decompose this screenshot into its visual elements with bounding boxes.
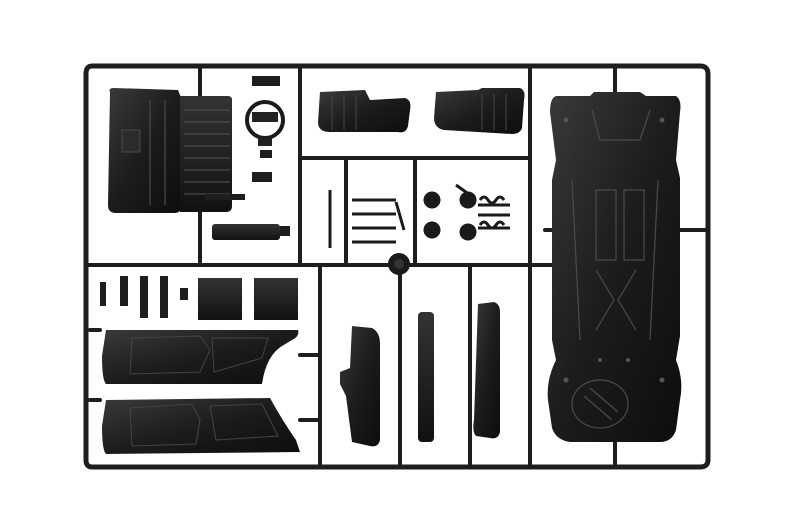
small-parts-middle-left	[100, 276, 298, 320]
front-seat-left-part	[318, 90, 411, 133]
chassis-floor-part	[547, 92, 682, 442]
rear-seat-part	[108, 88, 232, 213]
tall-panel-part	[473, 302, 500, 439]
front-seat-right-part	[434, 88, 525, 134]
gate-disc	[388, 253, 410, 275]
steering-wheel-part	[245, 100, 285, 146]
center-console-part	[340, 326, 380, 447]
sprue-frame	[83, 63, 711, 470]
door-panel-upper	[102, 330, 299, 384]
narrow-panel-part	[418, 312, 434, 442]
suspension-parts	[328, 183, 510, 248]
door-panel-lower	[102, 398, 300, 454]
small-parts-upper-left	[205, 76, 290, 240]
